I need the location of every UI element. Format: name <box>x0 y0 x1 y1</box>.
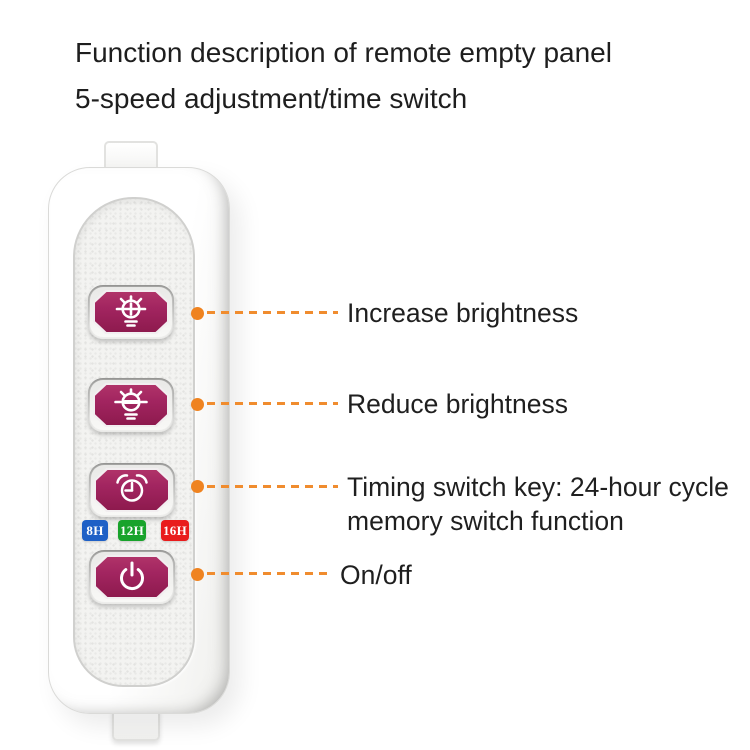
connector-line-power <box>207 572 333 575</box>
title-line-2: 5-speed adjustment/time switch <box>75 83 468 114</box>
annotation-timing-switch: Timing switch key: 24-hour cycle memory … <box>347 472 729 536</box>
connector-dot-timer <box>191 480 204 493</box>
annotation-increase-brightness: Increase brightness <box>347 298 579 328</box>
increase-brightness-button[interactable] <box>88 285 174 339</box>
power-icon <box>120 561 144 591</box>
timing-switch-button[interactable] <box>89 463 175 517</box>
connector-line-reduce <box>207 402 338 405</box>
timer-badge-12h: 12H <box>118 520 146 541</box>
badge-label: 16H <box>162 522 187 538</box>
connector-line-increase <box>207 311 338 314</box>
alarm-clock-icon <box>116 474 148 502</box>
timer-badge-8h: 8H <box>82 520 108 541</box>
badge-label: 8H <box>86 522 104 538</box>
connector-dot-reduce <box>191 398 204 411</box>
badge-label: 12H <box>119 522 144 538</box>
annotation-reduce-brightness: Reduce brightness <box>347 389 568 419</box>
button-face <box>95 385 167 425</box>
bulb-minus-icon <box>114 388 148 420</box>
annotation-on-off: On/off <box>340 560 412 590</box>
button-face <box>96 557 168 597</box>
connector-line-timer <box>207 485 338 488</box>
remote-body <box>48 167 230 714</box>
bulb-plus-icon <box>115 295 147 327</box>
button-face <box>95 292 167 332</box>
page-title: Function description of remote empty pan… <box>75 30 612 122</box>
button-face <box>96 470 168 510</box>
timer-badge-16h: 16H <box>161 520 189 541</box>
connector-dot-power <box>191 568 204 581</box>
connector-dot-increase <box>191 307 204 320</box>
power-button[interactable] <box>89 550 175 604</box>
remote-panel <box>73 197 195 687</box>
reduce-brightness-button[interactable] <box>88 378 174 432</box>
title-line-1: Function description of remote empty pan… <box>75 37 612 68</box>
